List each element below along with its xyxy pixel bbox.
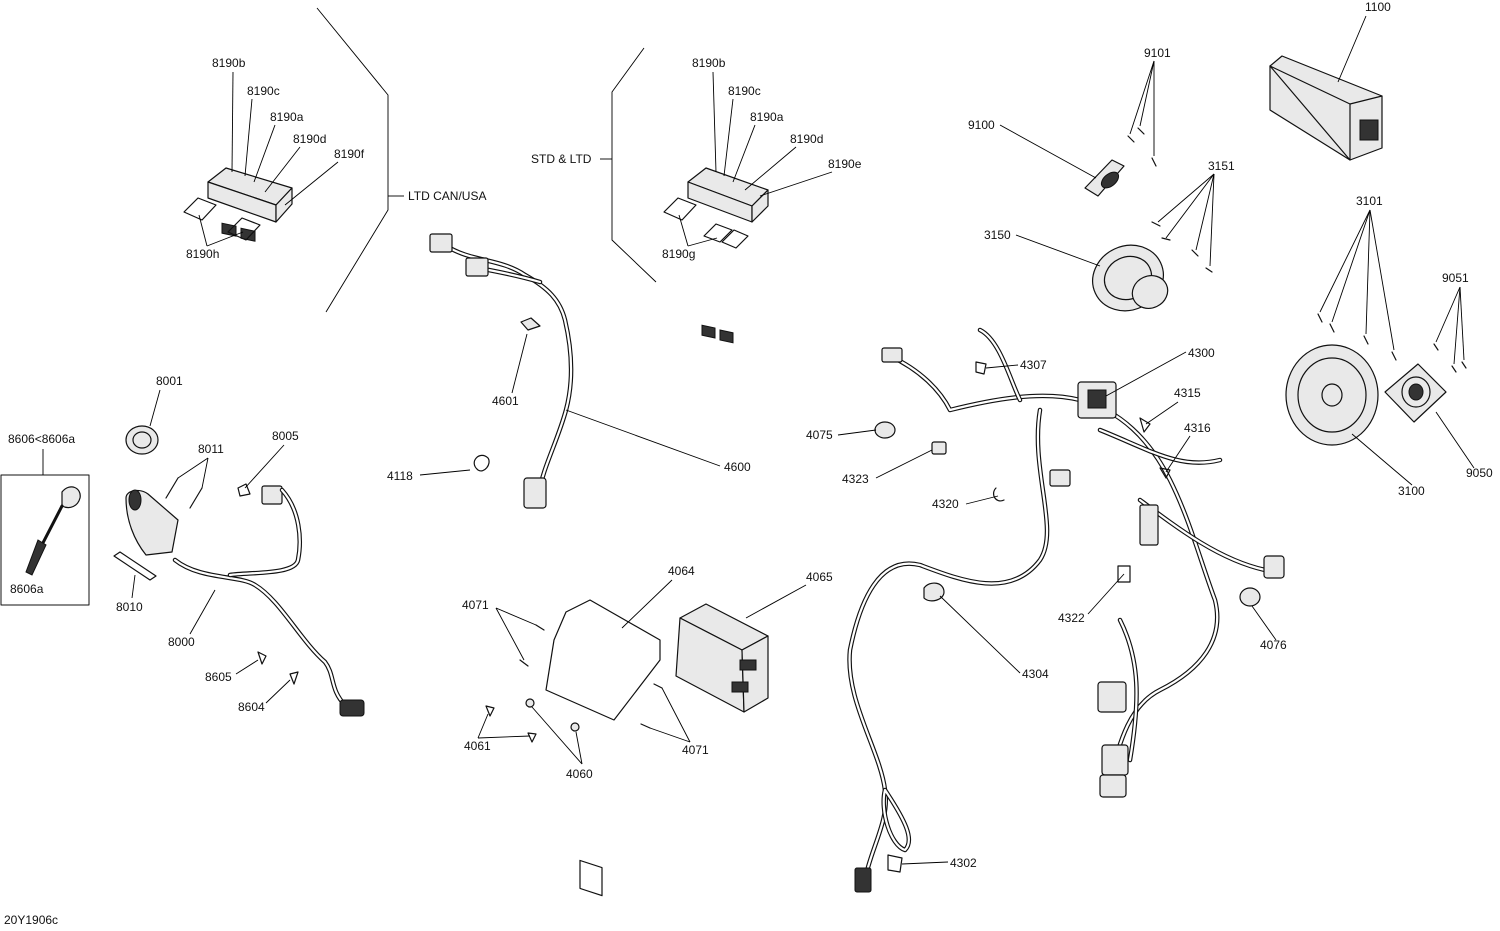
callout-3100: 3100 [1398,484,1425,498]
switch-panel-ltd [183,167,293,242]
callout-8606-range: 8606<8606a [8,432,75,446]
callout-8190f: 8190f [334,147,365,161]
callout-4060: 4060 [566,767,593,781]
callout-8190a-std: 8190a [750,110,784,124]
std-group-label: STD & LTD [531,152,592,166]
callout-1100: 1100 [1365,0,1391,14]
callout-8190c-ltd: 8190c [247,84,280,98]
module-group [485,599,769,897]
callout-8190b-std: 8190b [692,56,726,70]
callout-9100: 9100 [968,118,995,132]
callout-8604: 8604 [238,700,265,714]
ltd-group-label: LTD CAN/USA [408,189,486,203]
callout-4076: 4076 [1260,638,1287,652]
callout-3151: 3151 [1208,159,1235,173]
ltd-bracket [316,7,404,313]
callout-8190a-ltd: 8190a [270,110,304,124]
callout-8606a: 8606a [10,582,44,596]
callout-4118: 4118 [387,469,413,483]
callout-8010: 8010 [116,600,143,614]
callout-4065: 4065 [806,570,833,584]
harness-4600 [429,233,574,509]
audio-group [1084,55,1467,446]
callout-8190d-ltd: 8190d [293,132,326,146]
callout-8001: 8001 [156,374,183,388]
switch-panel-std [663,167,769,344]
callout-8190c-std: 8190c [728,84,761,98]
callout-4064: 4064 [668,564,695,578]
callout-8190d-std: 8190d [790,132,823,146]
callout-4071-upper: 4071 [462,598,489,612]
callout-4600: 4600 [724,460,751,474]
callout-3101: 3101 [1356,194,1383,208]
leaders-8190-std [678,71,833,247]
callout-4316: 4316 [1184,421,1211,435]
callout-4300: 4300 [1188,346,1215,360]
callout-8190b-ltd: 8190b [212,56,246,70]
callout-9101: 9101 [1144,46,1171,60]
callout-4315: 4315 [1174,386,1201,400]
leaders-4600 [419,333,721,476]
leaders-8190-ltd [198,71,339,247]
callout-4304: 4304 [1022,667,1049,681]
callout-8190h: 8190h [186,247,219,261]
callout-4307: 4307 [1020,358,1047,372]
callout-4061: 4061 [464,739,491,753]
figure-id: 20Y1906c [4,913,58,927]
callout-4075: 4075 [806,428,833,442]
key-box [0,449,90,606]
callout-9051: 9051 [1442,271,1469,285]
callout-4322: 4322 [1058,611,1085,625]
callout-9050: 9050 [1466,466,1493,480]
leaders-4300 [837,351,1277,865]
std-bracket [600,47,657,283]
callout-8190e: 8190e [828,157,862,171]
leaders-audio [999,15,1475,486]
leaders-4065 [477,579,807,765]
callout-8011: 8011 [198,442,224,456]
callout-4323: 4323 [842,472,869,486]
callout-3150: 3150 [984,228,1011,242]
callout-4302: 4302 [950,856,977,870]
ignition-group [113,425,365,717]
harness-4300 [847,327,1285,893]
callout-8190g: 8190g [662,247,695,261]
leaders-8000 [131,389,291,704]
callout-4320: 4320 [932,497,959,511]
callout-8000: 8000 [168,635,195,649]
callout-4601: 4601 [492,394,519,408]
callout-4071-lower: 4071 [682,743,709,757]
callout-8005: 8005 [272,429,299,443]
callout-8605: 8605 [205,670,232,684]
